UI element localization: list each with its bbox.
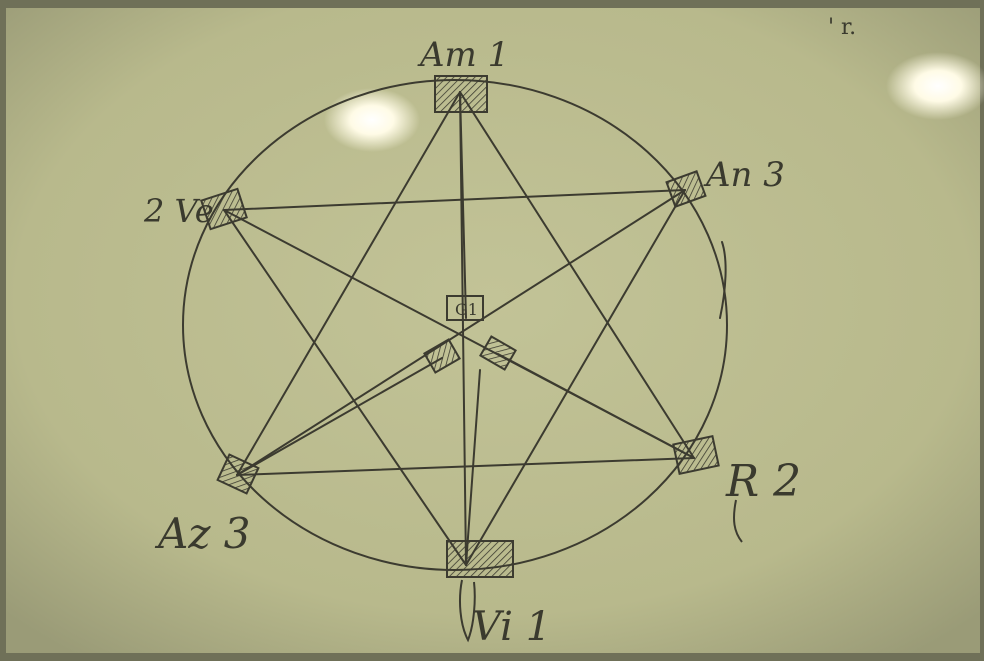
node-box-top xyxy=(435,76,487,112)
label-center: G1 xyxy=(455,300,478,319)
label-bottom: Vi 1 xyxy=(472,604,551,650)
node-box-bottom xyxy=(447,541,513,577)
label-lower-left: Az 3 xyxy=(154,509,251,558)
glare-spot-left xyxy=(324,88,420,152)
corner-marks: ' r. xyxy=(828,15,856,40)
label-upper-right: An 3 xyxy=(703,155,785,195)
label-top: Am 1 xyxy=(417,35,509,75)
label-lower-right: R 2 xyxy=(725,456,801,507)
label-upper-left: 2 Ve xyxy=(143,192,214,230)
